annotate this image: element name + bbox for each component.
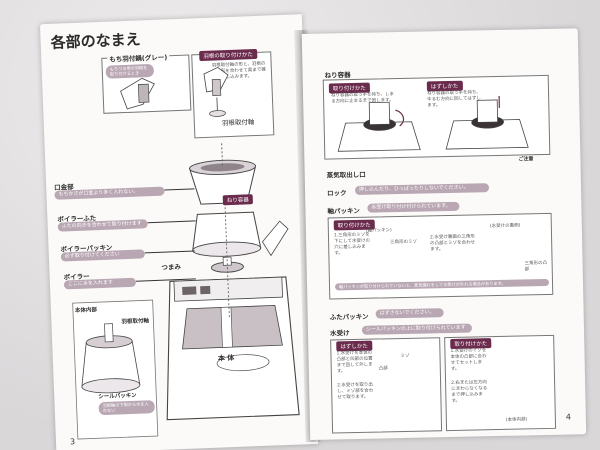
- triangle-convex-label: 三角形の凸部: [524, 260, 548, 273]
- shaft-step2: 2.水受け裏面の三角形の凸部とミゾを合わせます。: [429, 234, 476, 253]
- shaft-step1: 1.三角形のミゾを下にして水受けの穴に差し込みます。: [333, 232, 371, 257]
- wr-remove-step1: 1.水受けを本体の凸部と凹部の位置まで回して外します。: [336, 350, 373, 375]
- lid-packing-label: ふたパッキン: [329, 312, 369, 322]
- main-body-label: 本 体: [217, 354, 235, 363]
- seal-note: 羽根軸の下側から水を入れない: [98, 400, 155, 416]
- page-number-left: 3: [69, 437, 76, 447]
- nereyo-tag: ねり容器: [222, 194, 254, 206]
- left-page: 各部のなまえ もち羽付鍋(グレー) もちつき用の羽根を取り付けるとき 羽根の取り…: [39, 14, 319, 450]
- convex-label: 凸部: [378, 366, 388, 372]
- mizo-label: ミゾ: [400, 353, 410, 360]
- knob-label: つまみ: [161, 262, 182, 272]
- inner-label: 本体内部: [74, 307, 98, 315]
- water-receiver-label: 水受け: [329, 329, 350, 338]
- seal-packing-label: シールパッキン: [98, 392, 137, 401]
- lock-label: ロック: [327, 189, 347, 198]
- shaft-packing-label: 軸パッキン: [327, 206, 360, 216]
- body-inner-label: (本体内部): [505, 417, 528, 423]
- right-page: ねり容器 取り付けかた ねり容器の取っ手を持ち、しまる方向に止まるまで回します。…: [301, 28, 587, 440]
- triangle-mizo-label: 三角形のミゾ: [390, 239, 418, 246]
- page-number-right: 4: [565, 412, 572, 422]
- shaft-packing-sub: (軸パッキン): [365, 228, 392, 234]
- blade-mount-label: 羽根取付軸: [121, 318, 150, 326]
- steam-outlet-label: 蒸気取出し口: [326, 170, 366, 180]
- caution-label: ご注意: [518, 156, 534, 163]
- wr-attach-step2: 2.右または左方向にまわらなくなるまで押し込みます。: [451, 380, 488, 405]
- lid-packing-note: はずさないでください。: [375, 308, 444, 319]
- water-back-label: (水受けの裏側): [489, 223, 521, 230]
- wr-remove-step2: 2.水受けを取り出し、ミゾ部を合わせて取ります。: [337, 382, 374, 401]
- wr-attach-step1: 1.水受けのミゾを本体の凸部に合わせてセットします。: [450, 348, 487, 373]
- appliance-illustration: [72, 66, 300, 440]
